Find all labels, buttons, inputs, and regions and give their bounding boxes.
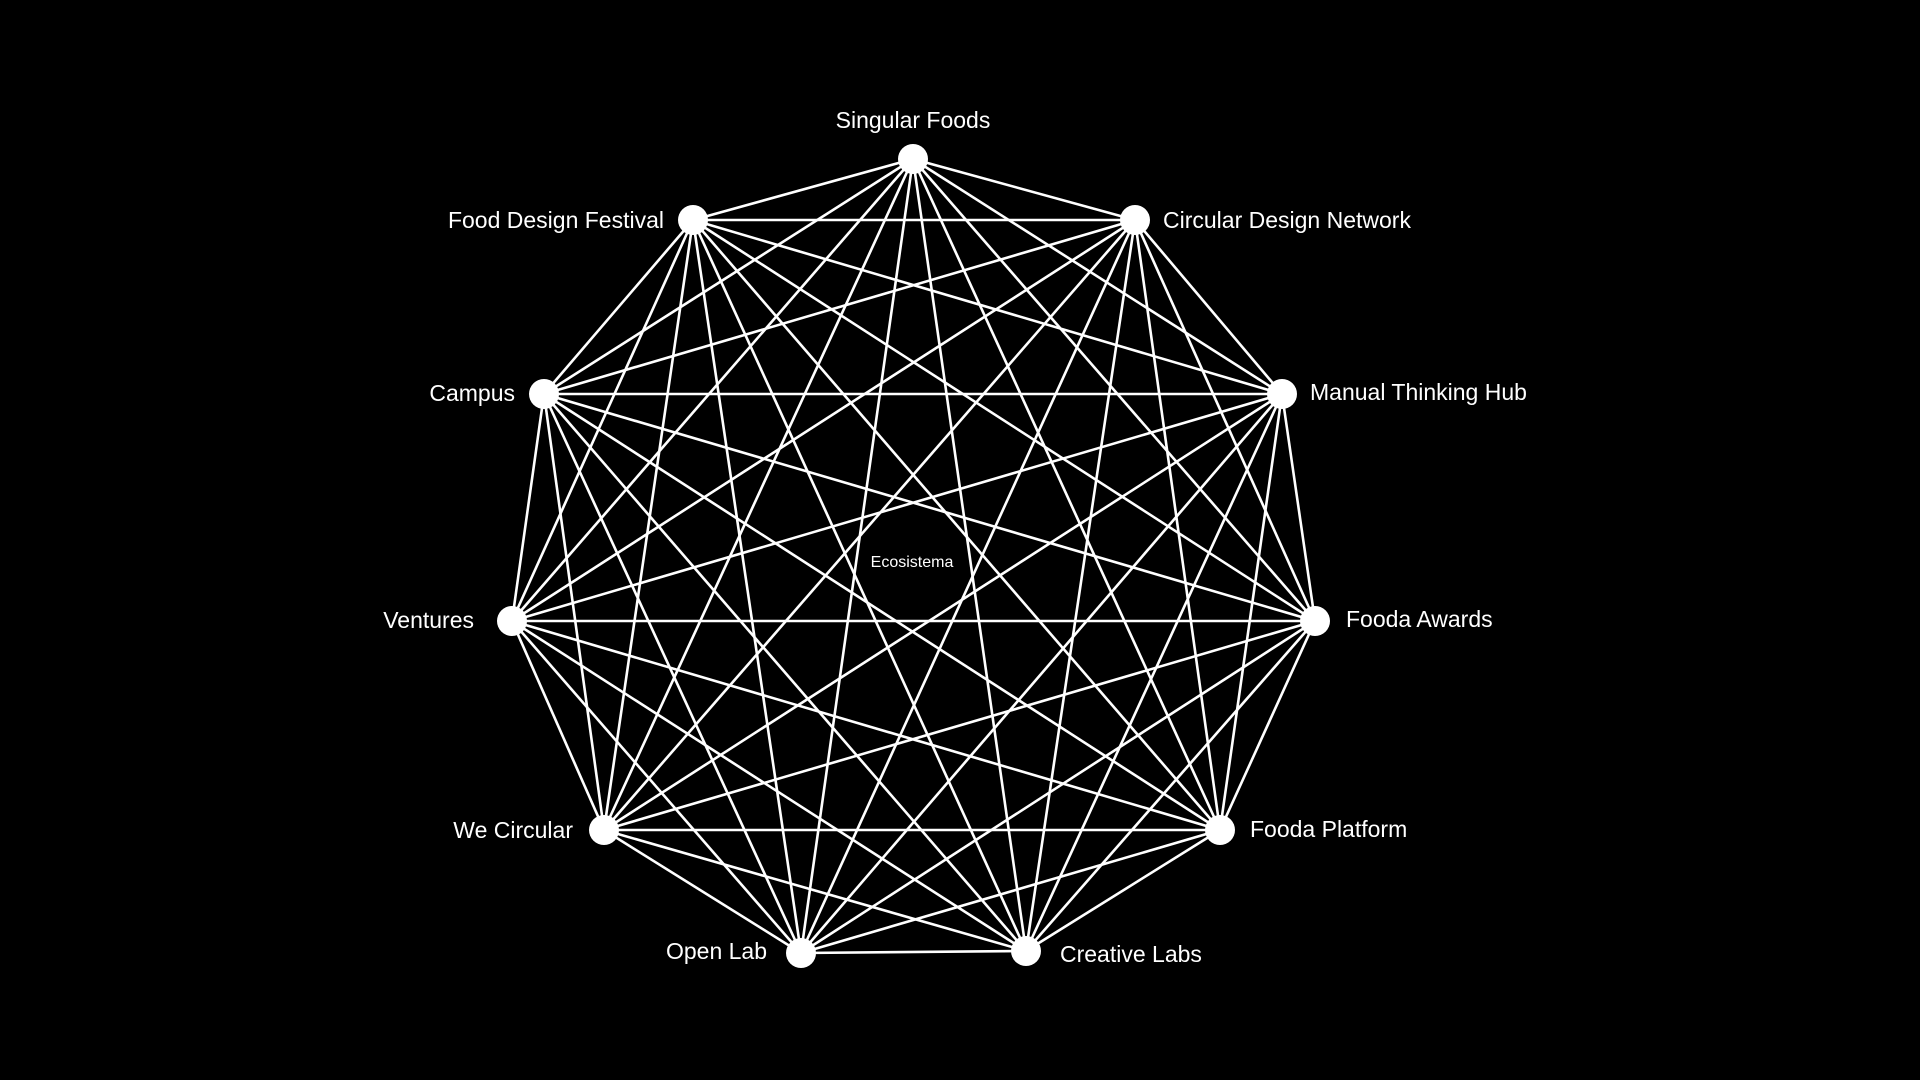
edge [1280,393,1317,622]
node-dot [678,205,708,235]
edge [1134,219,1283,395]
node-label: Food Design Festival [448,207,664,233]
edge [510,393,546,622]
edge [691,219,803,954]
node-label: Campus [429,380,515,406]
edge [603,392,1283,832]
edge [603,828,802,955]
node-label: Fooda Platform [1250,816,1407,842]
edge [1218,620,1317,831]
node-dot [1300,606,1330,636]
node-label: Circular Design Network [1163,207,1411,233]
node-dot [786,938,816,968]
center-label: Ecosistema [871,554,954,571]
edge [542,393,606,831]
edge [912,157,1136,222]
node-dot [589,815,619,845]
edge [603,828,1027,953]
edge [800,393,1283,954]
node-label: Singular Foods [836,107,991,133]
node-dot [1011,936,1041,966]
edge [691,219,1028,952]
edge [800,828,1221,955]
edge [799,219,1137,954]
edge [1133,219,1222,831]
edge [1024,393,1284,952]
edge [1218,393,1284,831]
edge [543,392,1316,623]
edge [511,218,1136,623]
node-dot [497,606,527,636]
edge [692,218,1316,623]
node-label: Fooda Awards [1346,606,1493,632]
edge [511,158,914,622]
edge [543,393,1027,952]
node-dot [529,379,559,409]
node-label: We Circular [453,817,573,843]
edge [542,393,803,954]
edge [603,219,1136,831]
edge [543,219,694,395]
edge [800,949,1027,955]
edge [1133,219,1317,622]
node-dot [1267,379,1297,409]
edge [692,157,914,222]
edge [1025,620,1316,952]
edge [602,219,695,831]
edge [511,619,1027,953]
edge [511,620,802,954]
edges [510,157,1317,955]
edge [510,620,606,831]
node-dot [898,144,928,174]
edge [692,218,1283,396]
edge [1025,828,1221,953]
node-dot [1205,815,1235,845]
node-dot [1120,205,1150,235]
edge [510,219,695,622]
edge [912,158,1316,622]
edge [912,157,1283,396]
edge [543,157,914,396]
edge [692,219,1221,831]
node-label: Creative Labs [1060,941,1202,967]
node-label: Open Lab [666,938,767,964]
node-label: Manual Thinking Hub [1310,379,1527,405]
edge [603,619,1316,832]
edge [800,619,1316,955]
node-label: Ventures [383,607,474,633]
edge [511,392,1283,623]
edge [543,218,1136,396]
